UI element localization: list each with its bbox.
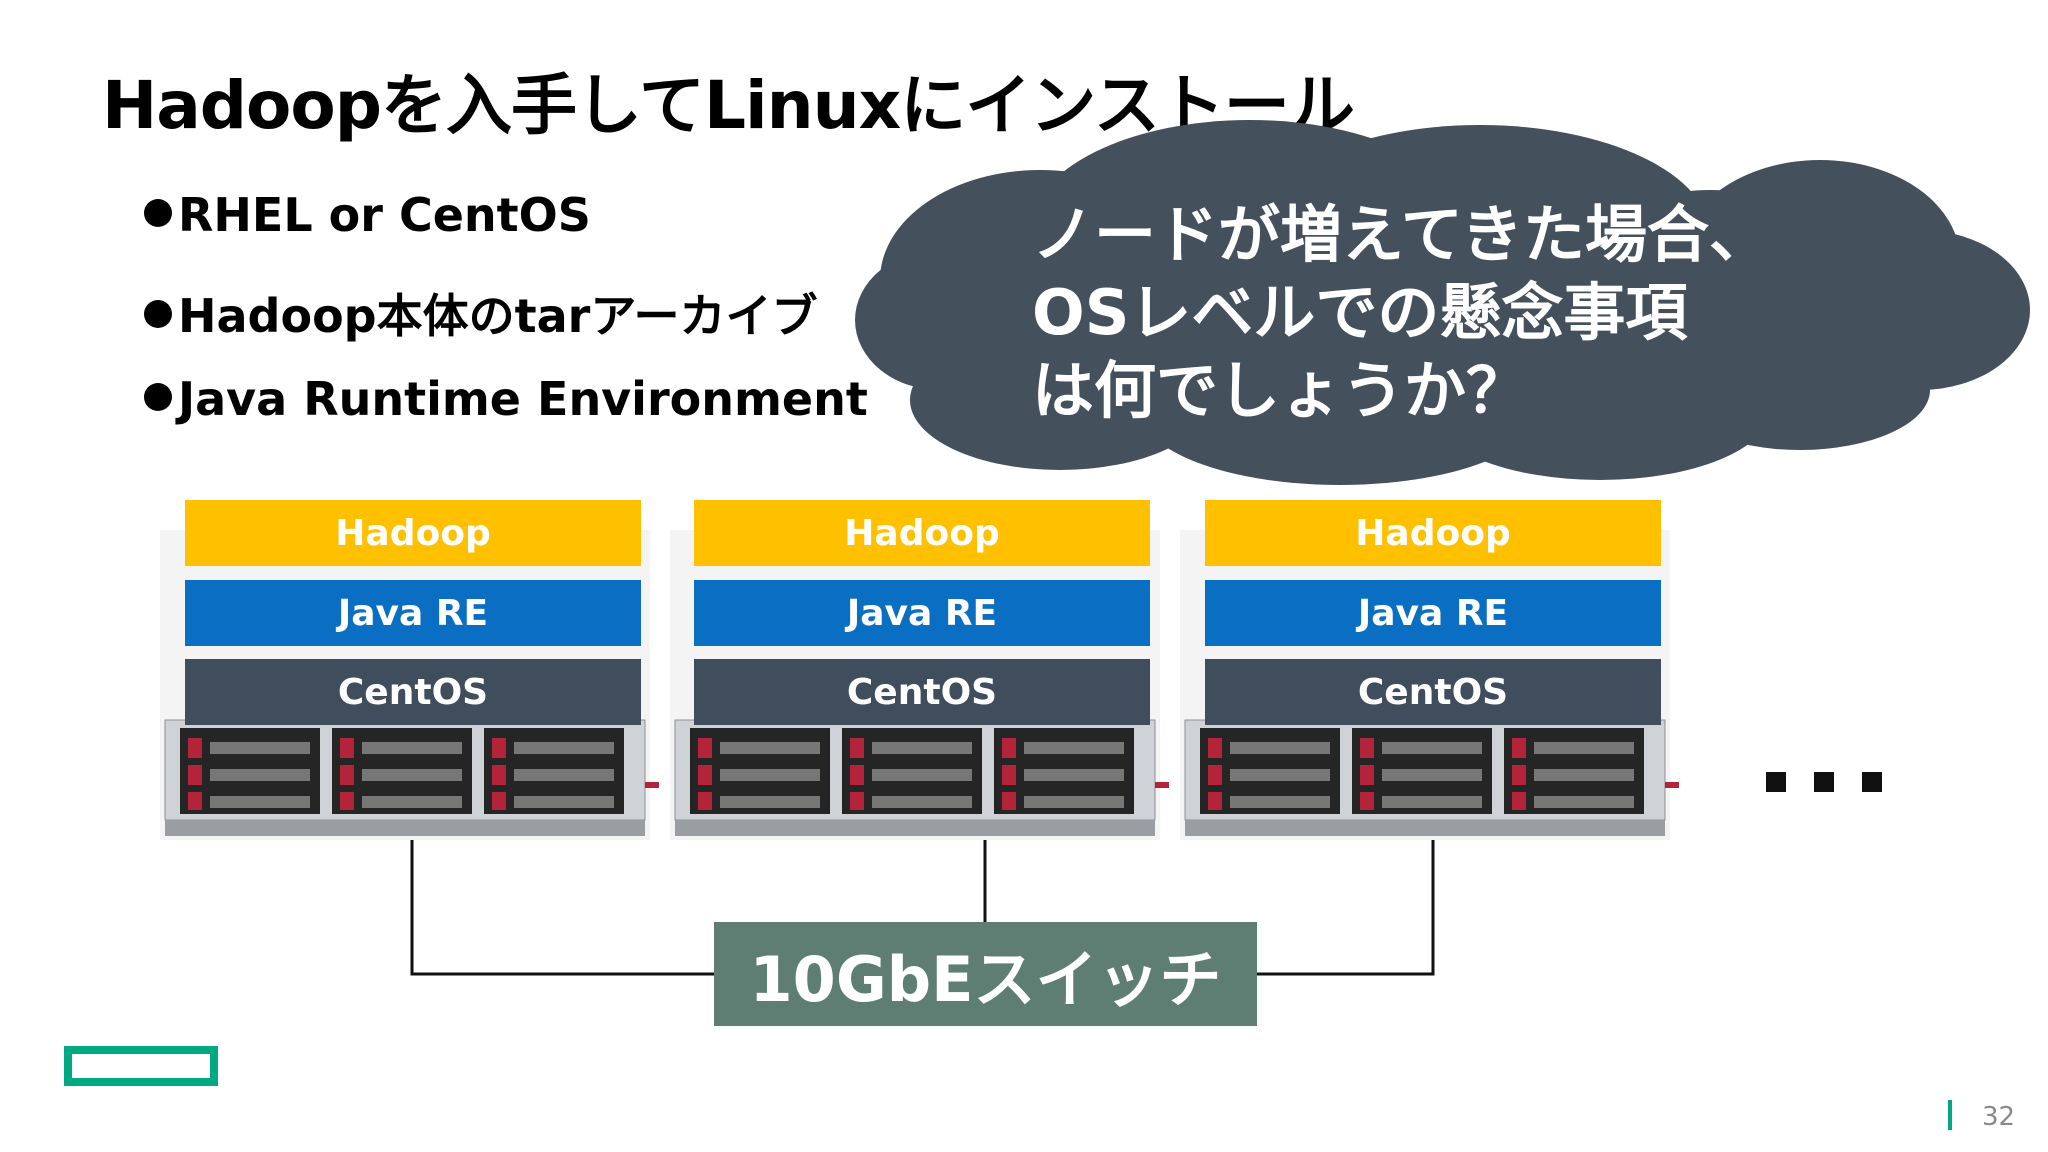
layer-centos: CentOS: [1205, 659, 1661, 725]
page-number: 32: [1982, 1102, 2016, 1132]
page-number-divider: [1948, 1100, 1952, 1130]
layer-hadoop: Hadoop: [1205, 500, 1661, 566]
bullet-item: Java Runtime Environment: [144, 372, 868, 426]
slide-title: Hadoopを入手してLinuxにインストール: [102, 67, 1355, 144]
cloud-line: ノードが増えてきた場合、: [1032, 198, 1772, 271]
layer-java-re: Java RE: [694, 580, 1150, 646]
more-nodes-ellipsis-icon: [1766, 772, 1886, 802]
bullet-dot-icon: [144, 199, 172, 227]
layer-hadoop: Hadoop: [694, 500, 1150, 566]
hpe-logo-icon: [64, 1046, 218, 1086]
layer-java-re: Java RE: [1205, 580, 1661, 646]
network-switch-box: 10GbEスイッチ: [714, 922, 1257, 1026]
cloud-line: OSレベルでの懸念事項: [1032, 276, 1688, 349]
bullet-text: Java Runtime Environment: [178, 372, 868, 426]
cloud-line: は何でしょうか？: [1032, 354, 1529, 427]
bullet-item: Hadoop本体のtarアーカイブ: [144, 280, 818, 346]
layer-hadoop: Hadoop: [185, 500, 641, 566]
bullet-text: Hadoop本体のtarアーカイブ: [178, 289, 818, 343]
layer-java-re: Java RE: [185, 580, 641, 646]
layer-centos: CentOS: [694, 659, 1150, 725]
bullet-text: RHEL or CentOS: [178, 188, 591, 242]
thought-cloud-shape: [855, 120, 2030, 485]
bullet-item: RHEL or CentOS: [144, 188, 591, 242]
bullet-dot-icon: [144, 300, 172, 328]
bullet-dot-icon: [144, 383, 172, 411]
layer-centos: CentOS: [185, 659, 641, 725]
thought-cloud-text: ノードが増えてきた場合、 OSレベルでの懸念事項 は何でしょうか？: [1032, 196, 1771, 430]
